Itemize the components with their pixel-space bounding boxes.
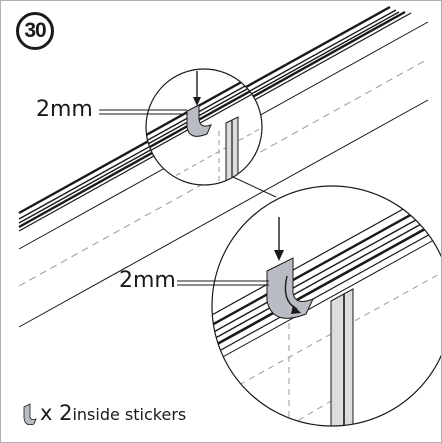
top-gap-leader [99, 109, 187, 115]
legend-text: inside stickers [72, 405, 187, 424]
sticker-icon [23, 403, 37, 425]
legend-count: x 2 [40, 401, 73, 425]
parts-legend: x 2 inside stickers [23, 401, 186, 425]
bottom-gap-leader [177, 280, 269, 286]
zoom-connector [232, 176, 277, 198]
small-magnifier-circle [145, 68, 263, 186]
large-magnifier-circle [211, 185, 441, 427]
bottom-gap-label: 2mm [119, 268, 176, 293]
top-gap-label: 2mm [36, 97, 93, 122]
step-number-badge: 30 [16, 12, 54, 50]
